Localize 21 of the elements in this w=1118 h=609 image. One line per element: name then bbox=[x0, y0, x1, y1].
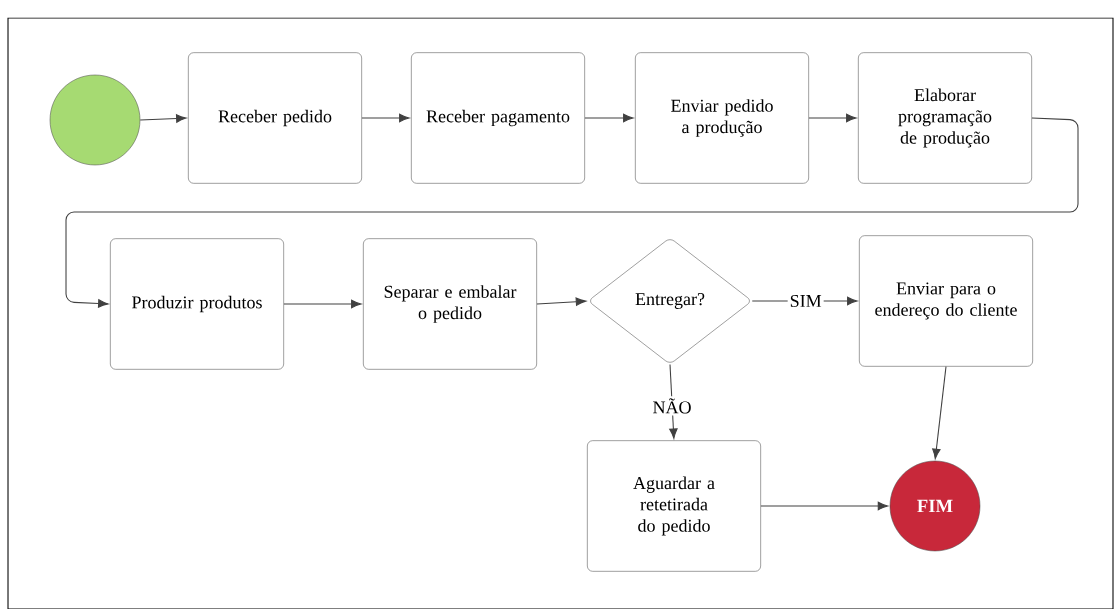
process-box: Receber pagamento bbox=[411, 52, 585, 184]
edge-label: SIM bbox=[787, 292, 824, 310]
process-box: Enviar para o endereço do cliente bbox=[859, 235, 1033, 367]
process-box: Produzir produtos bbox=[110, 238, 284, 370]
arrow bbox=[139, 114, 187, 123]
arrow bbox=[932, 366, 947, 460]
arrow bbox=[536, 297, 587, 306]
arrow bbox=[65, 117, 1079, 308]
arrow bbox=[584, 113, 634, 123]
arrow bbox=[283, 299, 362, 309]
terminal-circle bbox=[49, 74, 141, 166]
process-box: Aguardar a retetirada do pedido bbox=[587, 440, 761, 572]
process-box: Elaborar programação de produção bbox=[858, 52, 1032, 184]
process-box: Enviar pedido a produção bbox=[635, 52, 809, 184]
arrow bbox=[669, 364, 678, 439]
edge-label: NÃO bbox=[650, 396, 694, 416]
arrow bbox=[361, 113, 410, 123]
arrow bbox=[760, 501, 889, 511]
arrow bbox=[808, 113, 857, 123]
process-box: Receber pedido bbox=[188, 52, 362, 184]
process-box: Separar e embalar o pedido bbox=[363, 238, 537, 370]
